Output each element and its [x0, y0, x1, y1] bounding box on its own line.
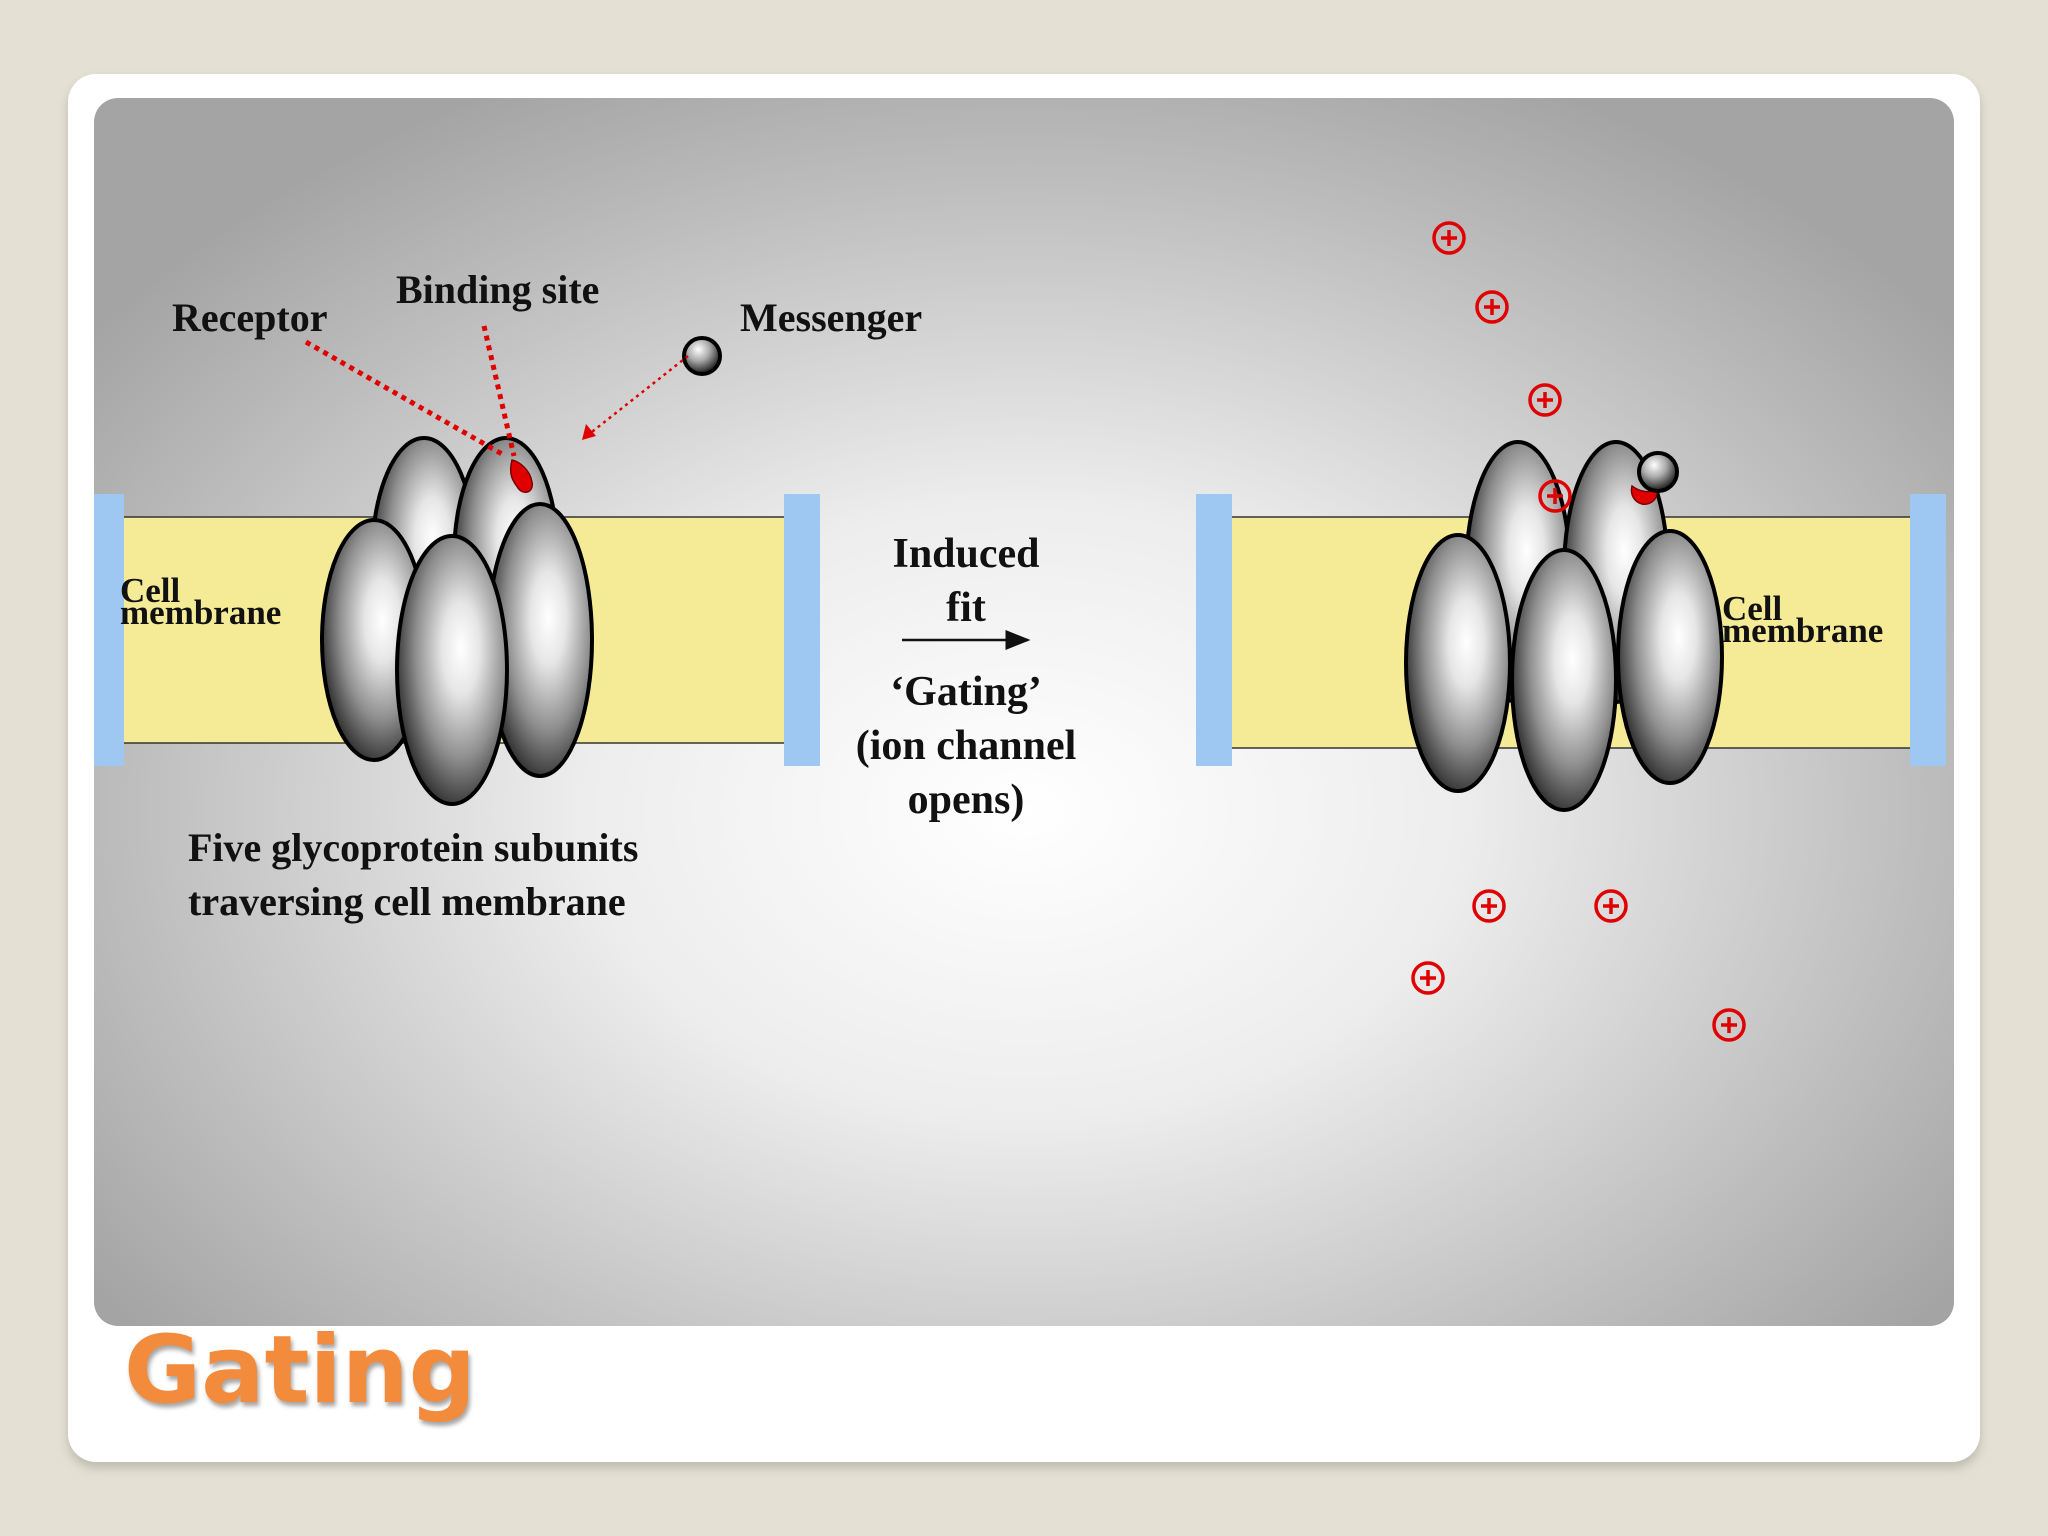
induced-label: Induced — [892, 531, 1040, 577]
membrane-right-edge-b — [1910, 494, 1946, 766]
caption-line-2: traversing cell membrane — [188, 879, 626, 924]
ion-plus-circle-icon — [1712, 1008, 1746, 1042]
messenger-sphere-icon — [682, 336, 722, 376]
binding-site-marker — [509, 459, 533, 493]
receptor-open — [1404, 440, 1724, 812]
messenger-arrow-head — [582, 424, 596, 440]
gating-diagram — [94, 221, 1946, 1042]
receptor-closed — [320, 436, 594, 806]
membrane-left-label: Cell membrane — [120, 571, 282, 632]
ions — [1411, 221, 1746, 1042]
membrane-left-edge-b — [784, 494, 820, 766]
slide: Receptor Binding site Messenger Cell mem… — [68, 74, 1980, 1462]
ion-plus-circle-icon — [1528, 383, 1562, 417]
subunit — [1404, 533, 1512, 793]
opens-label: opens) — [907, 777, 1025, 823]
receptor-label: Receptor — [172, 295, 328, 340]
membrane-right-edge-a — [1196, 494, 1232, 766]
ion-plus-circle-icon — [1538, 479, 1572, 513]
slide-title: Gating — [124, 1316, 476, 1425]
binding-site-marker — [1630, 484, 1658, 505]
binding-site-leader-line — [481, 325, 517, 457]
messenger-bound-sphere-icon — [1637, 451, 1679, 493]
ion-plus-circle-icon — [1594, 889, 1628, 923]
membrane-left-edge-a — [94, 494, 124, 766]
ion-plus-circle-icon — [1472, 889, 1506, 923]
subunit — [1510, 548, 1618, 812]
messenger-label: Messenger — [740, 295, 923, 340]
ion-plus-circle-icon — [1411, 961, 1445, 995]
ion-plus-circle-icon — [1432, 221, 1466, 255]
ion-plus-circle-icon — [1475, 290, 1509, 324]
receptor-leader-line — [304, 339, 504, 457]
subunit — [1616, 529, 1724, 785]
subunit — [395, 534, 509, 806]
gating-quote-label: ‘Gating’ — [890, 669, 1042, 715]
diagram-panel: Receptor Binding site Messenger Cell mem… — [94, 98, 1954, 1326]
messenger-leader-line — [587, 355, 689, 436]
ion-channel-label: (ion channel — [855, 723, 1077, 769]
membrane-right-label: Cell membrane — [1722, 589, 1884, 650]
fit-label: fit — [946, 585, 986, 631]
binding-site-label: Binding site — [396, 267, 600, 312]
caption-line-1: Five glycoprotein subunits — [188, 825, 639, 870]
